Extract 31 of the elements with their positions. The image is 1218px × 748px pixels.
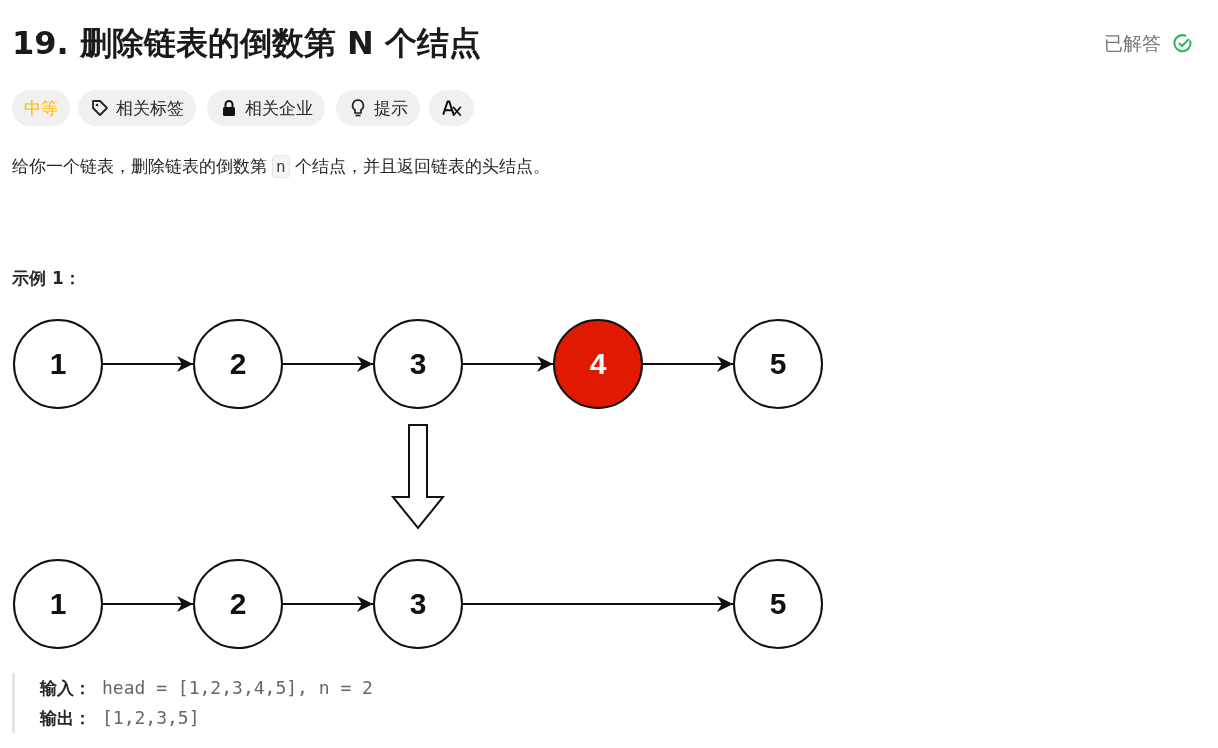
- node-value: 2: [229, 347, 247, 381]
- output-label: 输出：: [40, 707, 91, 730]
- node-value: 5: [769, 347, 787, 381]
- node-value: 1: [49, 587, 67, 621]
- inline-code: n: [272, 155, 290, 178]
- output-value: [1,2,3,5]: [102, 707, 200, 728]
- page-title: 19. 删除链表的倒数第 N 个结点: [12, 23, 481, 64]
- status-text: 已解答: [1104, 31, 1161, 56]
- node-value: 2: [229, 587, 247, 621]
- description-text: 给你一个链表，删除链表的倒数第: [12, 155, 267, 178]
- hint-button: 提示: [336, 90, 420, 126]
- block-arrow: [390, 424, 446, 530]
- arrow: [102, 356, 194, 372]
- arrow: [282, 356, 374, 372]
- node-value: 5: [769, 587, 787, 621]
- arrow: [462, 596, 734, 612]
- node-value: 3: [409, 587, 427, 621]
- node-value: 1: [49, 347, 67, 381]
- description-text: 个结点，并且返回链表的头结点。: [294, 155, 550, 178]
- tags-button: 相关标签: [78, 90, 196, 126]
- node-value: 3: [409, 347, 427, 381]
- node-value: 4: [589, 347, 607, 381]
- input-value: head = [1,2,3,4,5], n = 2: [102, 677, 373, 698]
- companies-button: 相关企业: [207, 90, 325, 126]
- example-heading: 示例 1：: [12, 267, 81, 290]
- difficulty-tag: 中等: [12, 90, 70, 126]
- arrow: [282, 596, 374, 612]
- input-label: 输入：: [40, 677, 91, 700]
- arrow: [642, 356, 734, 372]
- arrow: [462, 356, 554, 372]
- arrow: [102, 596, 194, 612]
